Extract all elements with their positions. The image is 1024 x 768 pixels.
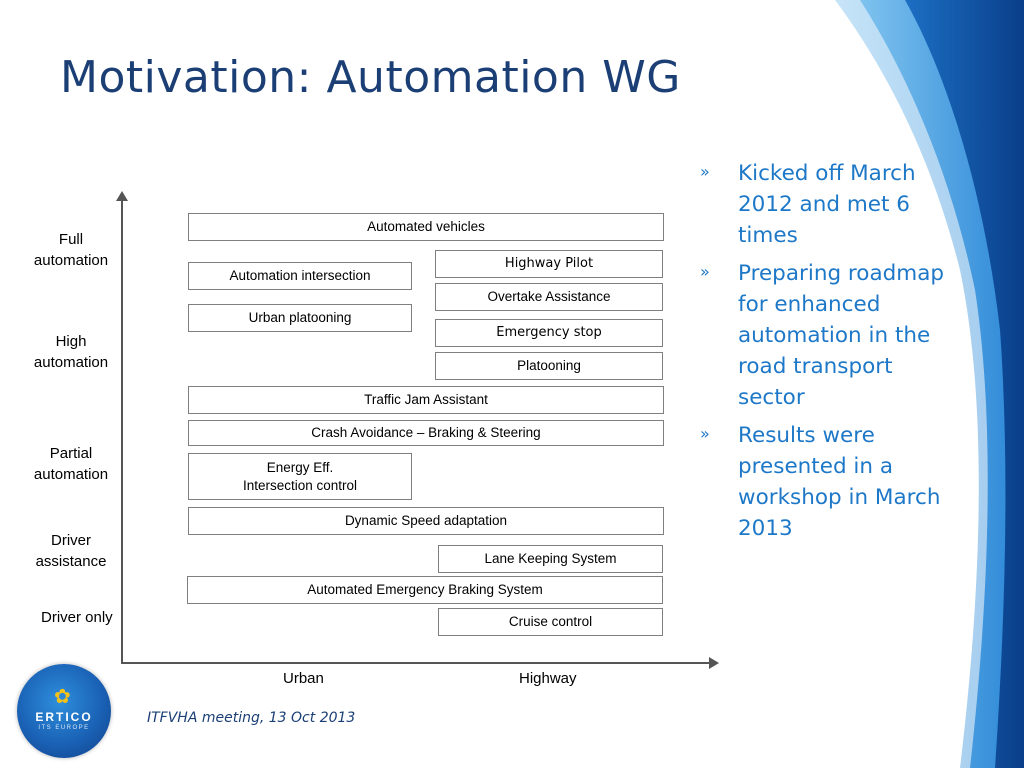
- box-energy-efficiency-intersection-control: Energy Eff. Intersection control: [188, 453, 412, 500]
- y-label-full-automation: Full automation: [33, 231, 109, 269]
- box-automated-vehicles: Automated vehicles: [188, 213, 664, 241]
- bullet-list: » Kicked off March 2012 and met 6 times …: [700, 158, 962, 551]
- x-label-urban: Urban: [283, 670, 324, 687]
- bullet-text: Kicked off March 2012 and met 6 times: [738, 161, 916, 248]
- box-cruise-control: Cruise control: [438, 608, 663, 636]
- ertico-logo: ✿ ERTICO ITS EUROPE: [17, 664, 111, 758]
- bullet-marker-icon: »: [700, 162, 710, 181]
- y-label-driver-assistance: Driver assistance: [35, 532, 107, 570]
- logo-swoosh-icon: ✿: [54, 686, 71, 708]
- box-lane-keeping-system: Lane Keeping System: [438, 545, 663, 573]
- box-urban-platooning: Urban platooning: [188, 304, 412, 332]
- page-title: Motivation: Automation WG: [60, 52, 681, 103]
- footer-text: ITFVHA meeting, 13 Oct 2013: [147, 710, 356, 726]
- box-dynamic-speed-adaptation: Dynamic Speed adaptation: [188, 507, 664, 535]
- y-label-partial-automation: Partial automation: [33, 445, 109, 483]
- bullet-text: Results were presented in a workshop in …: [738, 423, 941, 541]
- x-axis-arrow-icon: [709, 657, 719, 669]
- bullet-text: Preparing roadmap for enhanced automatio…: [738, 261, 945, 410]
- box-emergency-stop: Emergency stop: [435, 319, 663, 347]
- bullet-marker-icon: »: [700, 424, 710, 443]
- box-automation-intersection: Automation intersection: [188, 262, 412, 290]
- x-label-highway: Highway: [519, 670, 577, 687]
- box-platooning: Platooning: [435, 352, 663, 380]
- logo-subtitle: ITS EUROPE: [38, 725, 90, 731]
- bullet-item: » Preparing roadmap for enhanced automat…: [700, 258, 962, 413]
- box-highway-pilot: Highway Pilot: [435, 250, 663, 278]
- box-crash-avoidance: Crash Avoidance – Braking & Steering: [188, 420, 664, 446]
- box-traffic-jam-assistant: Traffic Jam Assistant: [188, 386, 664, 414]
- box-automated-emergency-braking: Automated Emergency Braking System: [187, 576, 663, 604]
- y-label-high-automation: High automation: [33, 333, 109, 371]
- bullet-item: » Kicked off March 2012 and met 6 times: [700, 158, 962, 251]
- y-axis-arrow-icon: [116, 191, 128, 201]
- logo-name: ERTICO: [35, 710, 93, 724]
- x-axis: [121, 662, 711, 664]
- bullet-item: » Results were presented in a workshop i…: [700, 420, 962, 544]
- bullet-marker-icon: »: [700, 262, 710, 281]
- y-axis: [121, 200, 123, 664]
- y-label-driver-only: Driver only: [41, 609, 113, 626]
- box-overtake-assistance: Overtake Assistance: [435, 283, 663, 311]
